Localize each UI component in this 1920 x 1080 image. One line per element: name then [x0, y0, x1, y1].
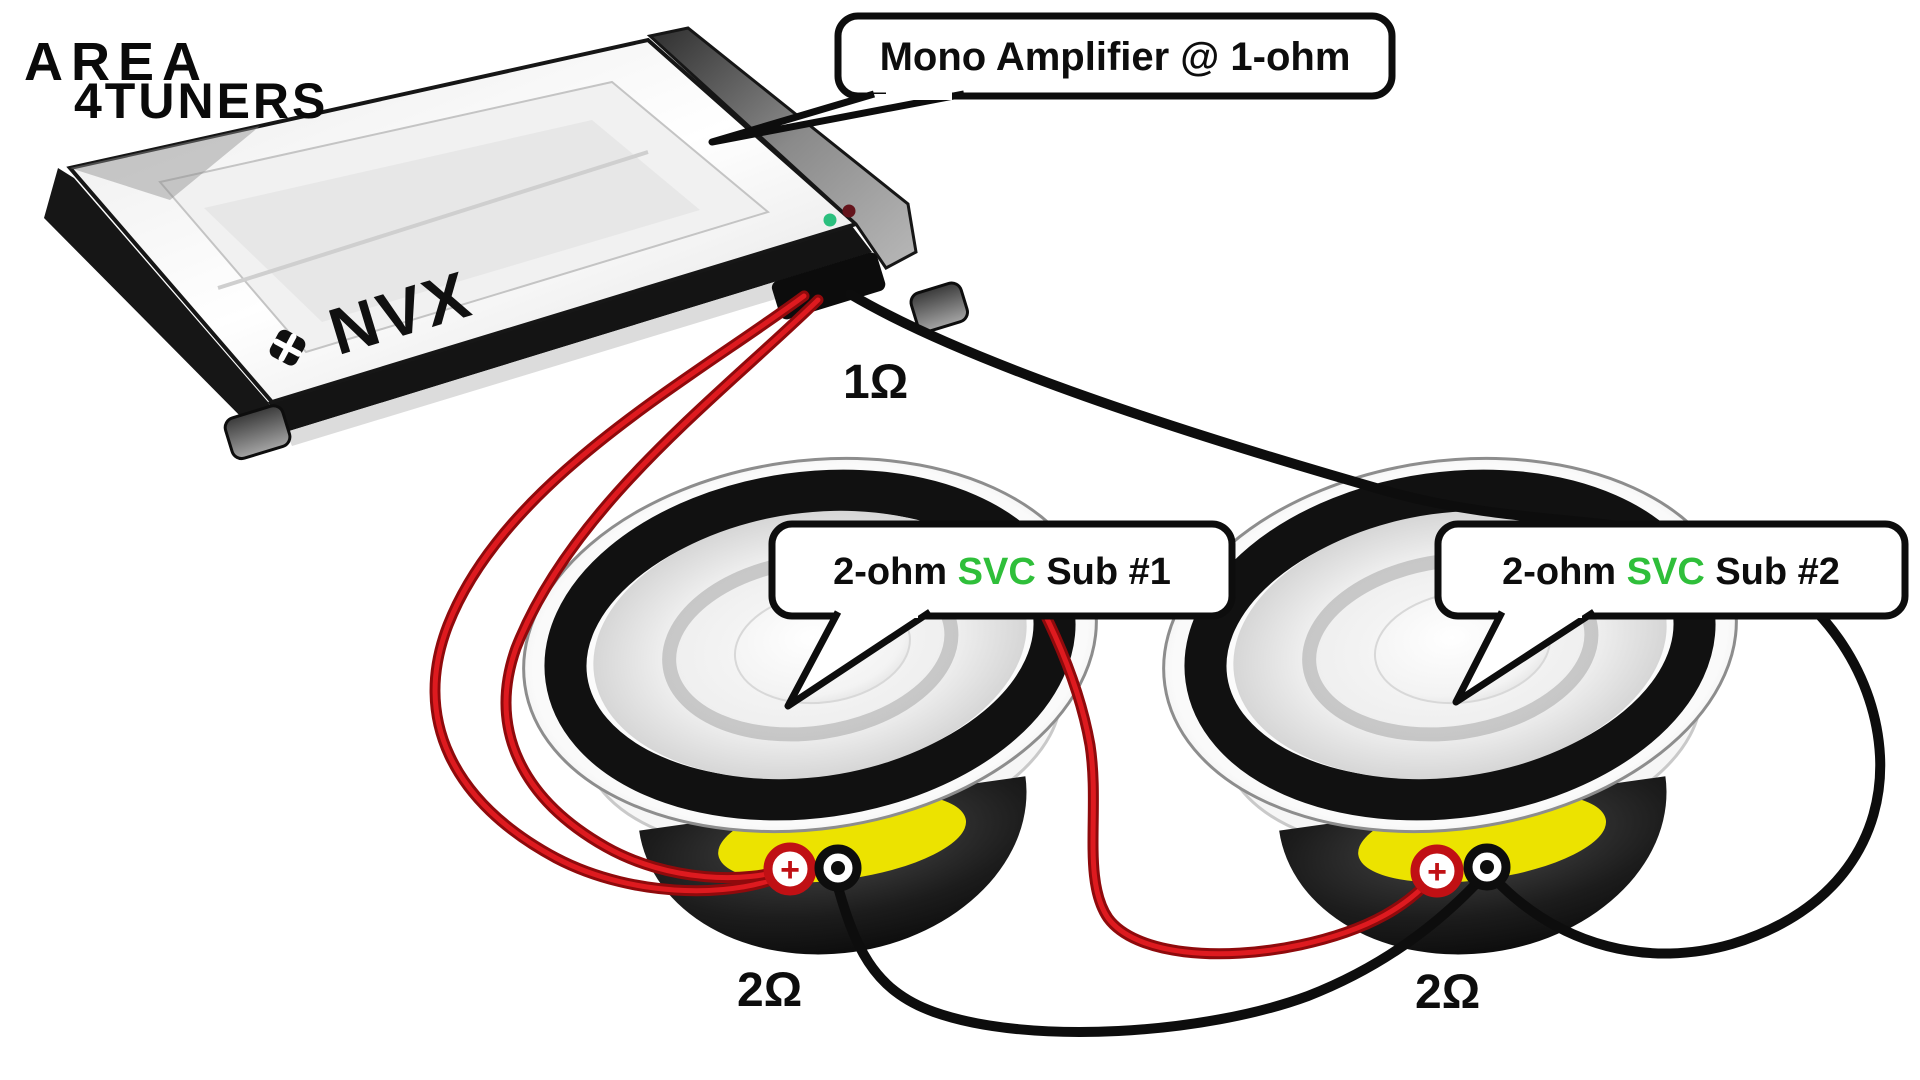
sub1-positive-terminal: +: [763, 842, 817, 896]
wire-jumper-negative: [831, 867, 1492, 1037]
sub1-callout-suffix: Sub #1: [1036, 551, 1171, 593]
sub1-negative-dot: [831, 861, 845, 875]
watermark-logo: AREA 4TUNERS: [24, 32, 328, 129]
sub1-callout: 2-ohm SVC Sub #1: [768, 520, 1236, 710]
sub1-terminals: +: [763, 842, 862, 896]
amp-led-green: [823, 213, 837, 227]
amp-foot-right: [909, 281, 969, 333]
amp-left-edge: [44, 168, 284, 430]
sub1-callout-text: 2-ohm SVC Sub #1: [833, 551, 1171, 593]
wire-amp-to-sub1-positive: [429, 290, 824, 897]
amp-corner-shade: [70, 126, 260, 200]
amp-callout-tail: [708, 90, 965, 146]
sub2-positive-terminal: +: [1410, 844, 1464, 898]
amp-front-band: [268, 226, 872, 432]
amplifier: NVX: [44, 26, 969, 461]
sub2-callout-text: 2-ohm SVC Sub #2: [1502, 551, 1840, 593]
amp-front-lip: [286, 252, 878, 446]
nvx-logo-icon: [269, 329, 306, 366]
amp-foot-left: [223, 404, 292, 461]
sub2-callout-prefix: 2-ohm: [1502, 551, 1627, 593]
sub2-negative-terminal: [1463, 843, 1511, 891]
watermark-line1: AREA: [24, 32, 209, 92]
sub2-terminals: +: [1410, 843, 1511, 898]
sub1-callout-svc: SVC: [958, 551, 1036, 593]
subwoofer-1: [499, 423, 1138, 992]
sub1-impedance-label: 2Ω: [737, 964, 802, 1017]
sub2-negative-dot: [1480, 860, 1494, 874]
sub2-callout-tail: [1452, 609, 1596, 706]
sub1-callout-prefix: 2-ohm: [833, 551, 958, 593]
sub2-callout-svc: SVC: [1627, 551, 1705, 593]
watermark-line2: 4TUNERS: [74, 73, 328, 129]
amp-callout-text: Mono Amplifier @ 1-ohm: [880, 35, 1351, 79]
sub1-callout-tail: [784, 609, 932, 710]
amp-groove: [217, 150, 649, 290]
amp-callout: Mono Amplifier @ 1-ohm: [708, 12, 1396, 146]
sub2-plus-sign: +: [1427, 853, 1447, 891]
sub2-impedance-label: 2Ω: [1415, 966, 1480, 1019]
wire-jumper-positive: [999, 534, 1443, 960]
amp-impedance-label: 1Ω: [843, 356, 908, 409]
sub2-callout-suffix: Sub #2: [1705, 551, 1840, 593]
amp-led-red: [842, 204, 856, 218]
sub1-plus-sign: +: [780, 851, 800, 889]
sub1-negative-terminal: [814, 844, 862, 892]
amp-inner-recess: [204, 120, 700, 322]
sub2-callout: 2-ohm SVC Sub #2: [1434, 520, 1909, 706]
